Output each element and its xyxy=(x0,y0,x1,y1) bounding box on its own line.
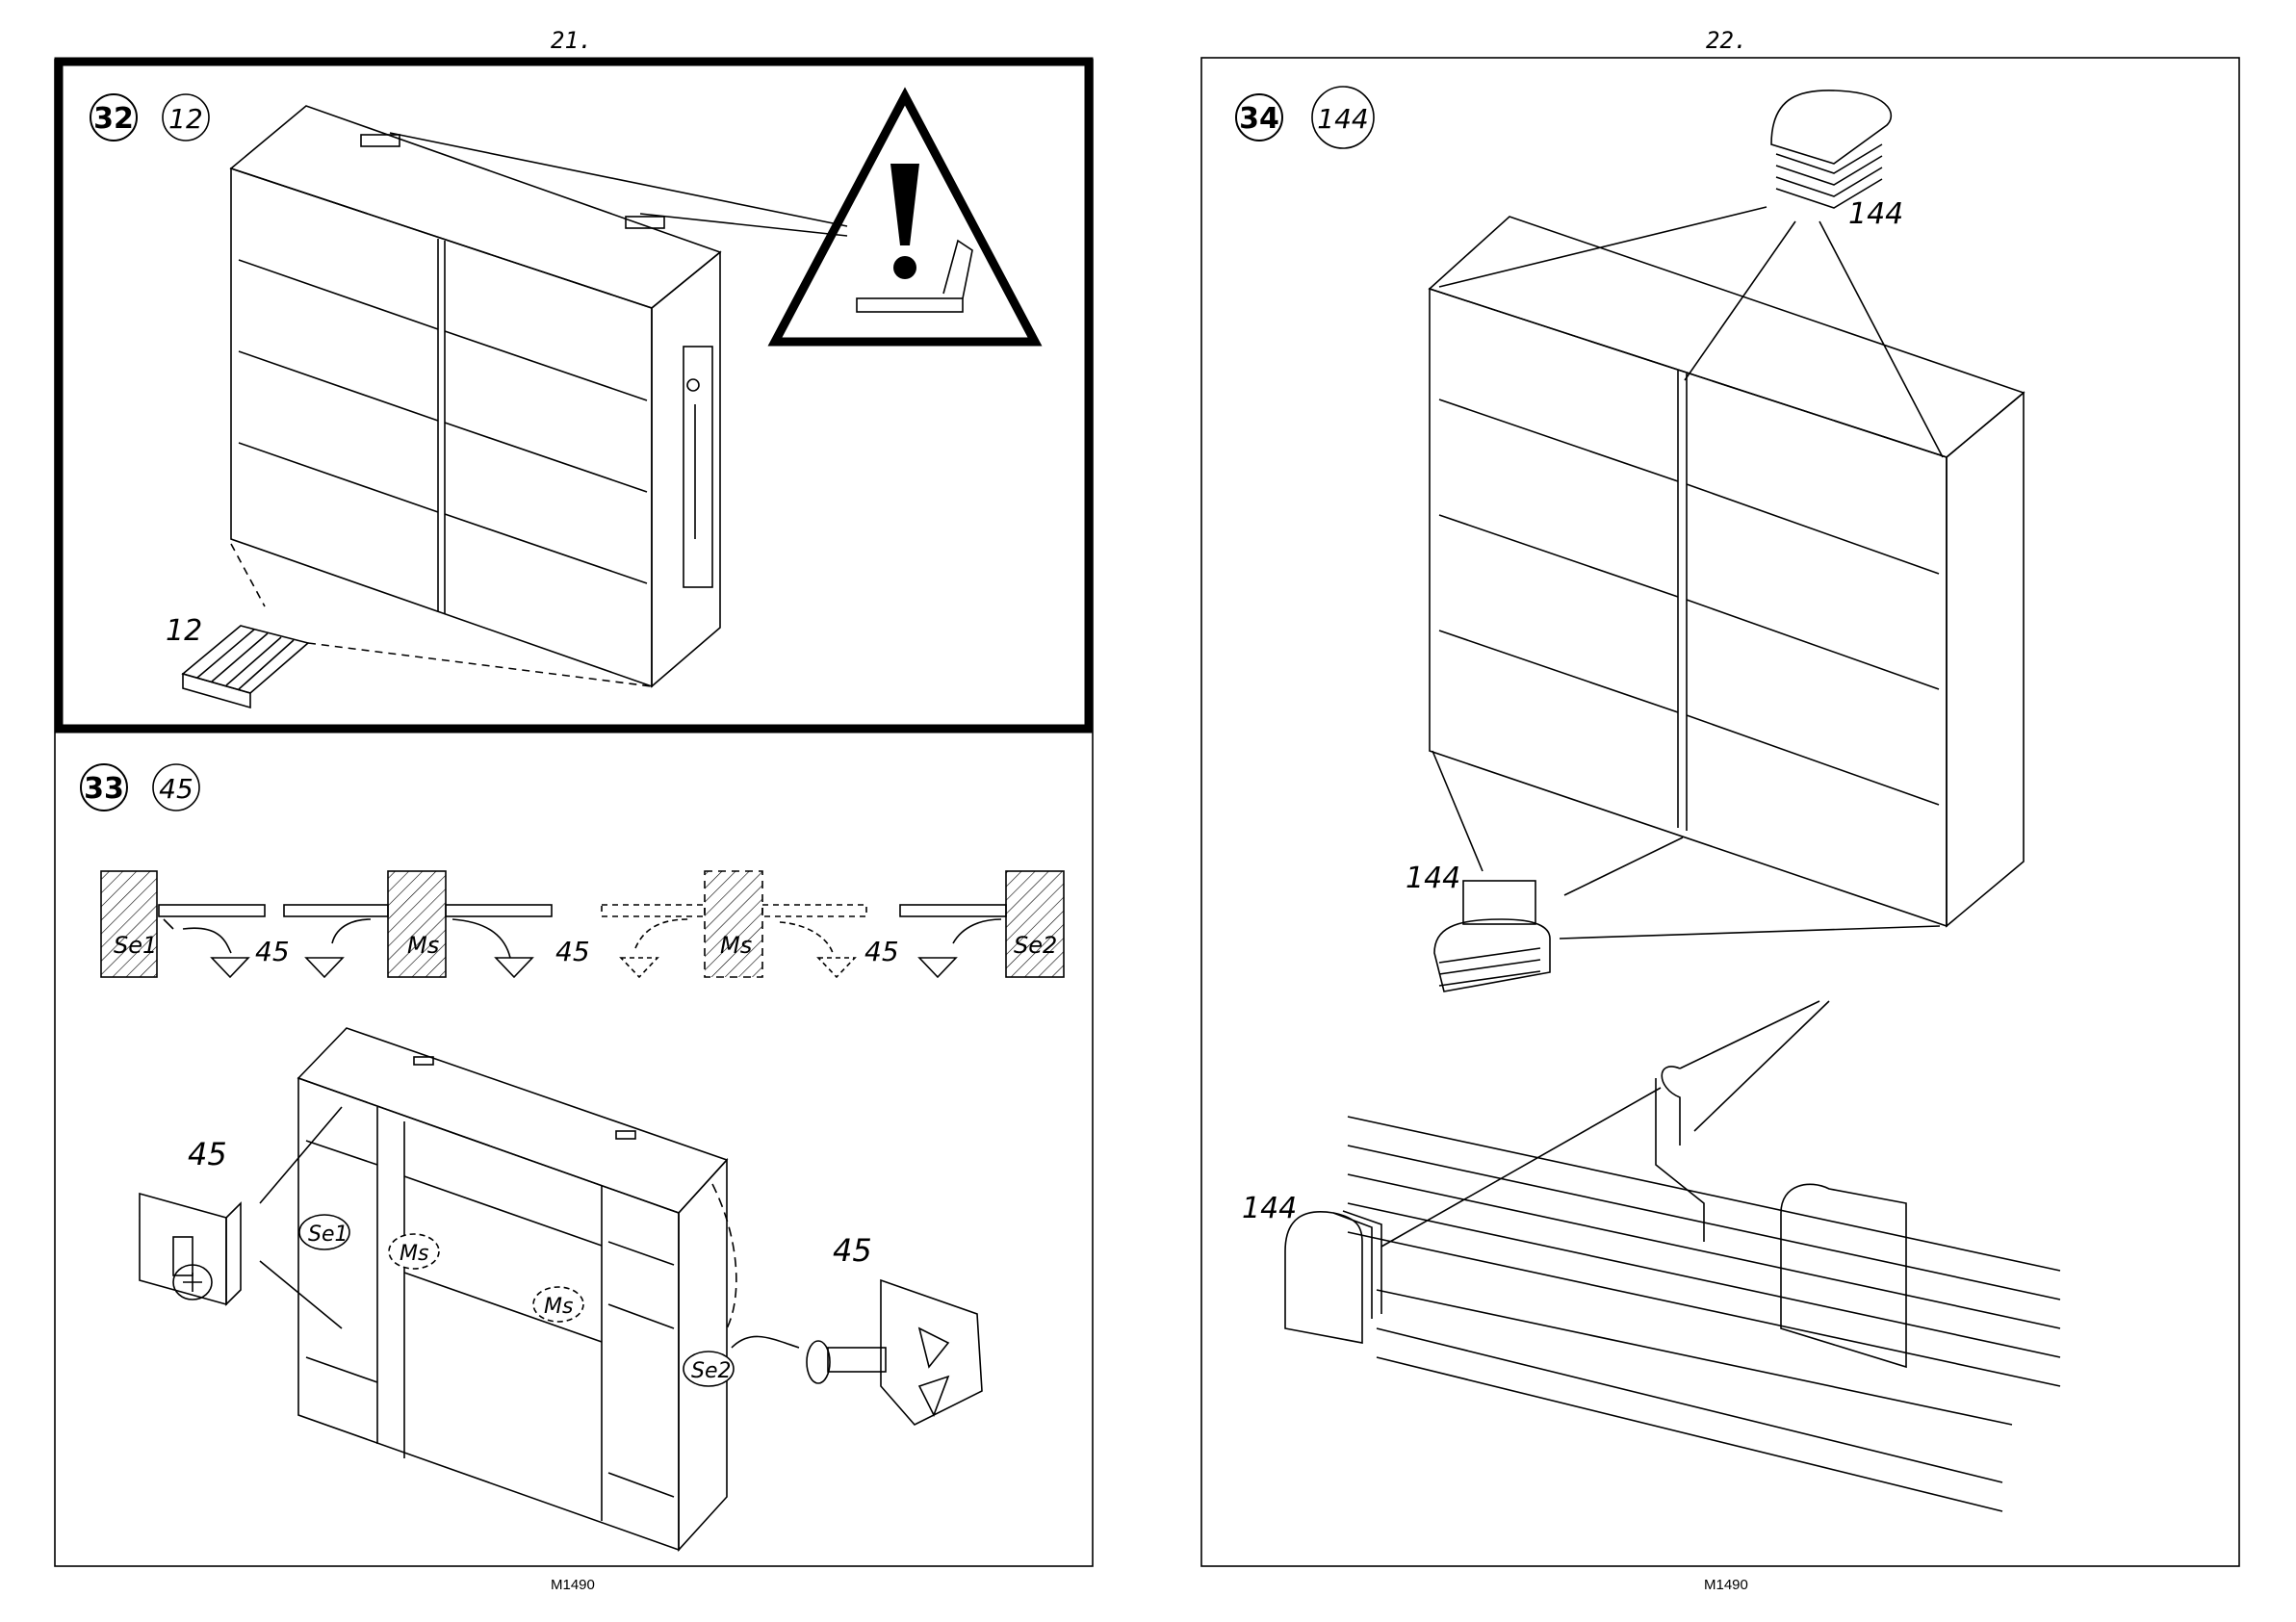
left-page-frame xyxy=(55,60,1093,1566)
shelf-support-icon: 45 xyxy=(807,1232,982,1425)
step-32-panel xyxy=(59,62,1089,729)
step-34-part-label-top: 144 xyxy=(1848,197,1903,231)
detail-label-ms-a: Ms xyxy=(407,932,439,959)
step-34-part-label-bottom: 144 xyxy=(1406,862,1460,895)
detail-label-se1: Se1 xyxy=(114,932,157,959)
detail-label-45-a: 45 xyxy=(255,936,290,967)
cabinet-label-ms-a: Ms xyxy=(400,1242,428,1266)
right-page-frame xyxy=(1201,58,2239,1566)
step-33-open-cabinet: Se1 Ms Ms Se2 xyxy=(260,1028,799,1550)
screw-label-right: 45 xyxy=(833,1232,872,1269)
step-33-quantity: 45 xyxy=(159,773,193,805)
step-34-wardrobe xyxy=(1430,217,2024,926)
step-32-spacer-blocks: 12 xyxy=(166,544,652,708)
step-32-part-label: 12 xyxy=(166,614,202,648)
step-32-quantity: 12 xyxy=(168,103,203,135)
step-34-header: 34 144 xyxy=(1236,87,1374,148)
glide-cap-bottom: 144 xyxy=(1406,751,1940,991)
cabinet-label-se1: Se1 xyxy=(308,1223,348,1247)
step-34-number: 34 xyxy=(1239,102,1279,136)
detail-label-45-c: 45 xyxy=(864,936,899,967)
step-33-shelf-detail-row: Se1 45 Ms 45 Ms 45 Se2 xyxy=(101,871,1064,977)
glide-cap-detail: 144 xyxy=(1242,1001,2060,1511)
detail-label-se2: Se2 xyxy=(1014,932,1057,959)
cabinet-label-ms-b: Ms xyxy=(544,1295,573,1319)
step-33-number: 33 xyxy=(84,772,124,806)
step-32-header: 32 12 xyxy=(90,94,209,141)
step-32-wardrobe xyxy=(231,106,720,686)
step-34-part-label-detail: 144 xyxy=(1242,1192,1297,1225)
detail-label-ms-b: Ms xyxy=(720,932,752,959)
wall-bracket-icon xyxy=(361,133,847,236)
screw-label-left: 45 xyxy=(188,1136,227,1172)
cabinet-label-se2: Se2 xyxy=(691,1359,732,1383)
step-32-number: 32 xyxy=(93,102,134,136)
glide-cap-top: 144 xyxy=(1439,90,1943,457)
step-34-quantity: 144 xyxy=(1317,103,1368,135)
screw-icon: 45 xyxy=(140,1136,241,1304)
detail-label-45-b: 45 xyxy=(555,936,590,967)
step-33-header: 33 45 xyxy=(81,764,199,811)
